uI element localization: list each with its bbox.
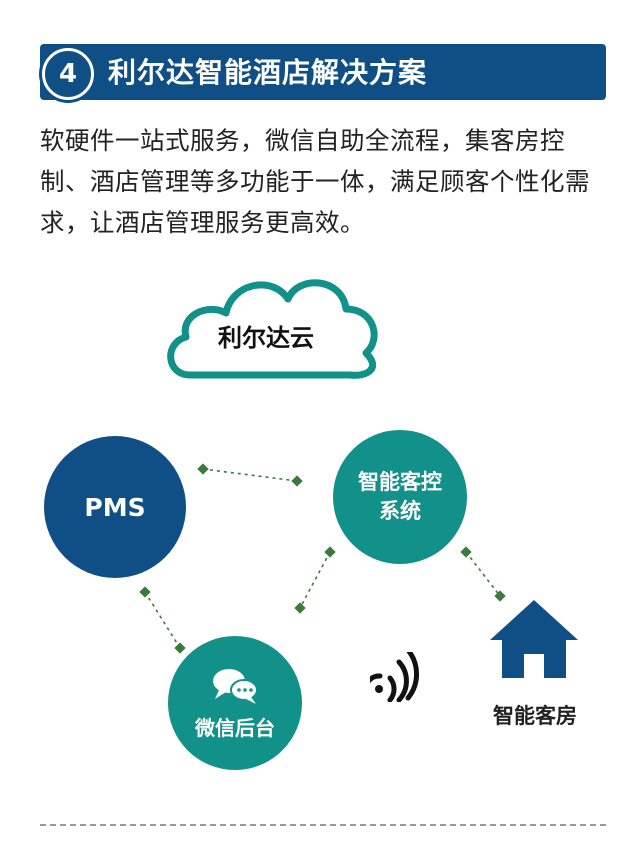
smart-room-label: 智能客房 <box>493 704 577 728</box>
room-control-node: 智能客控 系统 <box>333 430 467 564</box>
section-title: 利尔达智能酒店解决方案 <box>108 56 428 89</box>
room-control-label-line1: 智能客控 <box>358 470 442 494</box>
wechat-backend-label: 微信后台 <box>195 715 275 740</box>
wireless-signal-icon <box>370 652 419 702</box>
chat-bubbles-icon <box>213 668 258 704</box>
link-dot <box>291 475 303 487</box>
cloud-label: 利尔达云 <box>218 324 314 352</box>
pms-label: PMS <box>84 492 146 522</box>
link-dot <box>324 546 336 558</box>
link-dot <box>494 590 506 602</box>
link-dot <box>294 602 306 614</box>
pms-node: PMS <box>44 436 186 578</box>
house-icon <box>490 600 578 678</box>
wechat-backend-node: 微信后台 <box>168 636 302 770</box>
link-dot <box>174 642 186 654</box>
link-dot <box>197 463 209 475</box>
link-dot <box>139 586 151 598</box>
room-control-label-line2: 系统 <box>379 499 421 523</box>
cloud-icon <box>167 279 378 379</box>
section-number-badge: 4 <box>42 48 94 100</box>
intro-paragraph: 软硬件一站式服务，微信自助全流程，集客房控制、酒店管理等多功能于一体，满足顾客个… <box>40 126 590 237</box>
dashed-divider <box>40 824 606 826</box>
header-bar <box>40 44 606 100</box>
link-dot <box>460 546 472 558</box>
